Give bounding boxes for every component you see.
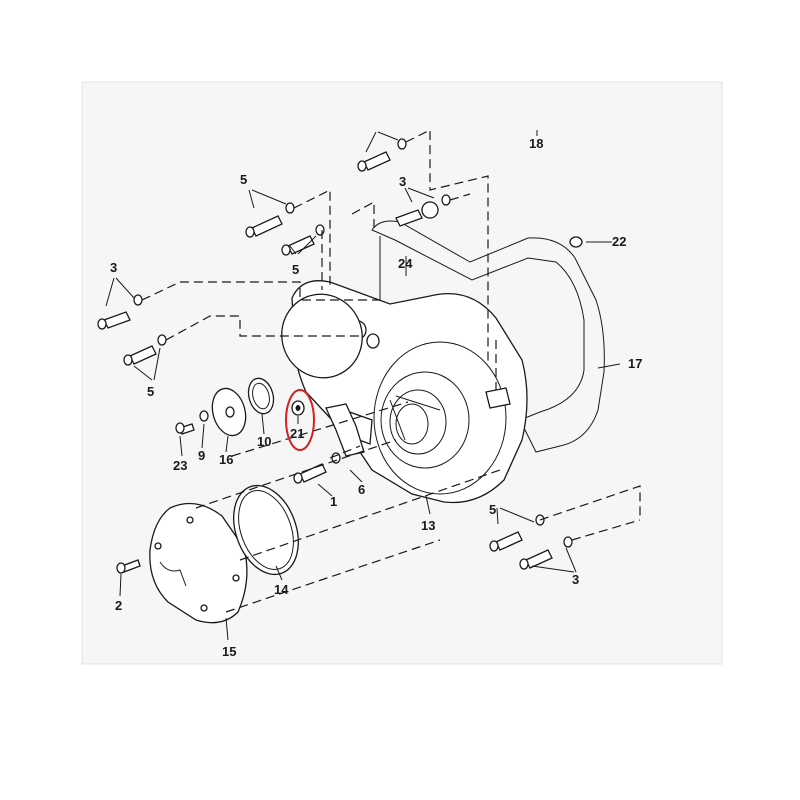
inner-cover-13-shading	[389, 395, 441, 441]
cover-15-hole-3	[232, 574, 240, 582]
o-ring-14-inner	[238, 490, 294, 570]
inner-cover-13-lug	[485, 387, 511, 409]
washer-9	[199, 410, 209, 422]
screw-23	[175, 422, 195, 435]
callout-24: 24	[398, 256, 413, 271]
dowel-22	[569, 236, 583, 248]
callout-5-lower: 5	[489, 502, 496, 517]
screw-3-lower	[519, 536, 573, 570]
screw-2	[116, 559, 141, 574]
ring-10	[247, 377, 275, 415]
screw-5-left	[123, 334, 167, 366]
cover-15-mark	[159, 561, 187, 587]
callout-16: 16	[219, 452, 233, 467]
callout-17: 17	[628, 356, 642, 371]
callout-23: 23	[173, 458, 187, 473]
callout-5-left: 5	[147, 384, 154, 399]
callout-3-left: 3	[110, 260, 117, 275]
inner-cover-13-bore	[389, 389, 447, 455]
callout-14: 14	[274, 582, 289, 597]
callout-5-mid: 5	[292, 262, 299, 277]
inner-cover-13-boss	[373, 341, 507, 495]
screw-1	[293, 463, 327, 484]
leader-lines	[105, 130, 621, 641]
bushing-21-bore	[295, 405, 301, 411]
seal-16-center	[225, 406, 235, 418]
callout-1: 1	[330, 494, 337, 509]
callout-3-top: 3	[399, 174, 406, 189]
callout-21: 21	[290, 426, 304, 441]
cover-15-hole-2	[186, 516, 194, 524]
callout-9: 9	[198, 448, 205, 463]
callout-6: 6	[358, 482, 365, 497]
gasket-17	[371, 220, 605, 453]
screw-3-top	[395, 194, 451, 227]
screw-5-top	[245, 202, 295, 238]
callout-10: 10	[257, 434, 271, 449]
callout-2: 2	[115, 598, 122, 613]
screw-5-lower	[489, 514, 545, 552]
part-21-highlight	[285, 389, 315, 451]
callout-3-lower: 3	[572, 572, 579, 587]
screw-top	[357, 138, 407, 172]
callout-5-top: 5	[240, 172, 247, 187]
cover-15	[149, 502, 248, 624]
inner-cover-13-bearing	[380, 371, 470, 469]
callout-18: 18	[529, 136, 543, 151]
inner-cover-13-hole-b	[366, 333, 380, 349]
cover-15-hole-1	[154, 542, 162, 550]
ring-10-inner	[252, 382, 270, 410]
callout-15: 15	[222, 644, 236, 659]
cover-15-hole-4	[200, 604, 208, 612]
plate-6	[325, 403, 365, 457]
alignment-lines	[141, 129, 641, 613]
callout-labels: 1 2 3 3 3 5 5 5 5 6 9 10 13 14 15 16 17 …	[110, 136, 642, 659]
callout-22: 22	[612, 234, 626, 249]
callout-13: 13	[421, 518, 435, 533]
inner-cover-13-hub	[395, 403, 429, 445]
